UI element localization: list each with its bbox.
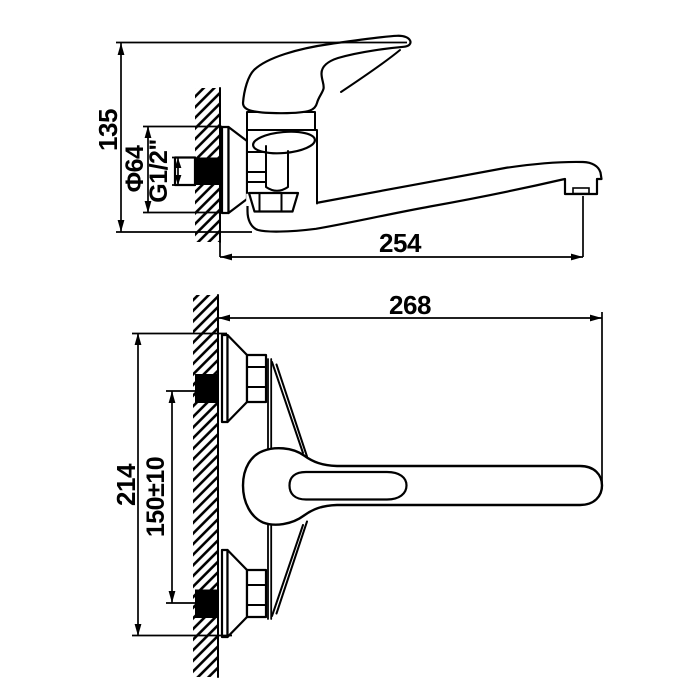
flange-nut-facets-bottom	[246, 584, 267, 606]
body-fill	[246, 108, 317, 206]
dim-268-lines	[218, 312, 603, 489]
handle-side	[241, 34, 412, 115]
dim-150-arrow-top	[168, 391, 176, 403]
flange-cone-top	[226, 333, 249, 424]
dim-254-arrow-left	[220, 253, 232, 261]
dim-135-arrow-bottom	[117, 220, 125, 232]
handle-crease	[340, 49, 401, 93]
faucet-body-plan	[241, 358, 604, 620]
body-and-handle-outline	[241, 447, 604, 526]
dim-150-arrow-bottom	[168, 591, 176, 603]
dim-214-arrow-top	[134, 333, 142, 345]
dim-214-label: 214	[111, 463, 141, 506]
body-cone-edges	[271, 361, 308, 617]
flange-cone-side	[227, 125, 249, 215]
dim-254-label: 254	[379, 228, 422, 258]
plan-view: 268 214 150±10	[111, 290, 604, 678]
dim-phi64-lines	[143, 125, 222, 214]
dim-214-arrow-bottom	[134, 624, 142, 636]
dim-268-arrow-right	[590, 314, 602, 322]
dim-268-label: 268	[389, 290, 431, 320]
inlet-flange-top	[220, 333, 268, 424]
dimension-150: 150±10	[142, 390, 195, 604]
wall-hatch-plan	[193, 295, 218, 677]
mounting-eccentric-side	[195, 157, 220, 185]
dim-135-label: 135	[93, 109, 123, 151]
dim-268-arrow-left	[218, 314, 230, 322]
body-nut-facets-side	[246, 151, 267, 183]
inlet-flange-bottom	[220, 548, 268, 639]
dim-phi64-arrow-top	[144, 126, 152, 138]
dimension-g12-thread: G1/2"	[145, 139, 196, 203]
cartridge-dome	[252, 130, 316, 155]
dim-g12-arrow-top	[174, 158, 182, 168]
spout-nut-facets	[258, 192, 283, 212]
wall-section-plan	[193, 294, 219, 678]
flange-nut-bottom	[245, 568, 268, 619]
dim-g12-arrow-bottom	[174, 175, 182, 185]
flange-cone-bottom	[226, 548, 249, 639]
flange-nut-top	[245, 353, 268, 404]
dim-150-lines	[166, 390, 195, 604]
dim-135-lines	[116, 41, 407, 233]
side-view: 135 Φ64 G1/2" 254	[93, 34, 603, 261]
dimension-phi64: Φ64	[121, 125, 222, 214]
dim-150-label: 150±10	[142, 457, 170, 537]
cartridge-sleeve	[265, 145, 289, 192]
dimension-254: 254	[219, 196, 584, 261]
aerator-notch	[572, 187, 590, 195]
dimension-135: 135	[93, 41, 407, 233]
dim-254-arrow-right	[571, 253, 583, 261]
dimension-268: 268	[218, 290, 603, 489]
dim-g12-label: G1/2"	[145, 139, 173, 203]
spout-nut	[247, 191, 300, 213]
handle-outline-side	[241, 34, 412, 115]
dim-phi64-label: Φ64	[121, 145, 149, 192]
dim-254-lines	[219, 196, 584, 258]
mounting-eccentric-top	[195, 374, 218, 403]
spout-side	[246, 160, 603, 233]
dim-135-arrow-top	[117, 43, 125, 55]
spout-outline	[246, 160, 603, 233]
mounting-eccentric-bottom	[195, 589, 218, 618]
handle-grip-face	[288, 470, 408, 501]
dim-214-lines	[132, 332, 232, 637]
faucet-body-side	[246, 108, 318, 213]
dim-phi64-arrow-bottom	[144, 201, 152, 213]
dimension-214: 214	[111, 332, 232, 637]
flange-nut-facets-top	[246, 366, 267, 388]
